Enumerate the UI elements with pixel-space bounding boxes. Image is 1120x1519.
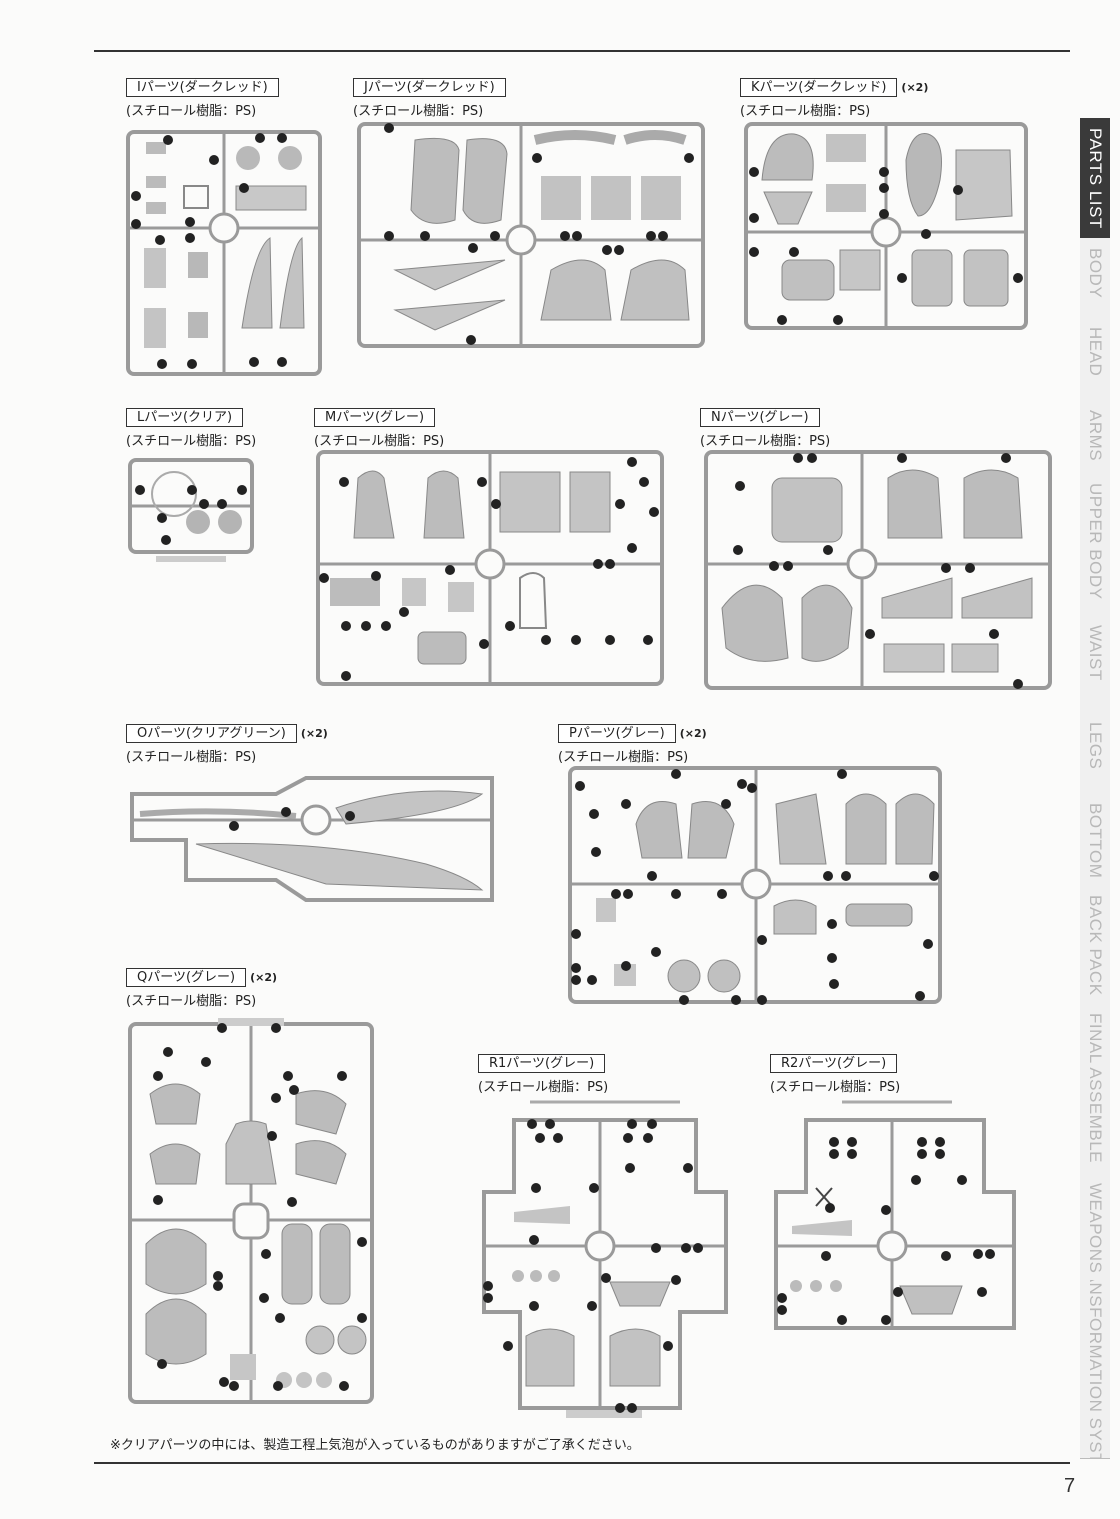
part-material: (スチロール樹脂：PS) xyxy=(126,750,257,765)
part-header-r1: R1パーツ(グレー) (スチロール樹脂：PS) xyxy=(478,1052,608,1095)
runner-q-diagram xyxy=(126,1014,376,1410)
bottom-rule xyxy=(94,1462,1070,1464)
runner-r1-diagram xyxy=(480,1096,730,1422)
runner-r2-diagram xyxy=(772,1096,1018,1336)
tab-parts-list[interactable]: PARTS LIST xyxy=(1080,118,1110,239)
part-title: Iパーツ(ダークレッド) xyxy=(126,78,279,97)
part-header-i: Iパーツ(ダークレッド) (スチロール樹脂：PS) xyxy=(126,76,279,119)
runner-j-diagram xyxy=(355,120,707,350)
part-header-r2: R2パーツ(グレー) (スチロール樹脂：PS) xyxy=(770,1052,900,1095)
section-tabs: PARTS LIST BODY HEAD ARMS UPPER BODY WAI… xyxy=(1080,118,1110,1459)
runner-m-diagram xyxy=(314,448,666,688)
part-title: R1パーツ(グレー) xyxy=(478,1054,606,1073)
part-quantity: (×2) xyxy=(300,727,328,740)
part-material: (スチロール樹脂：PS) xyxy=(126,104,257,119)
part-quantity: (×2) xyxy=(901,81,929,94)
part-title: Lパーツ(クリア) xyxy=(126,408,244,427)
part-material: (スチロール樹脂：PS) xyxy=(353,104,484,119)
footnote: ※クリアパーツの中には、製造工程上気泡が入っているものがありますがご了承ください… xyxy=(110,1438,640,1453)
part-material: (スチロール樹脂：PS) xyxy=(126,994,257,1009)
part-material: (スチロール樹脂：PS) xyxy=(740,104,871,119)
part-material: (スチロール樹脂：PS) xyxy=(558,750,689,765)
part-header-j: Jパーツ(ダークレッド) (スチロール樹脂：PS) xyxy=(353,76,506,119)
part-header-o: Oパーツ(クリアグリーン)(×2) (スチロール樹脂：PS) xyxy=(126,722,328,765)
runner-l-diagram xyxy=(126,456,256,566)
runner-k-diagram xyxy=(742,120,1030,332)
part-title: Qパーツ(グレー) xyxy=(126,968,247,987)
part-material: (スチロール樹脂：PS) xyxy=(700,434,831,449)
runner-p-diagram xyxy=(566,764,944,1006)
tab-transformation-system[interactable]: TRANSFORMATION SYSTEM xyxy=(1080,1280,1110,1459)
tab-waist[interactable]: WAIST xyxy=(1080,606,1110,701)
part-header-k: Kパーツ(ダークレッド)(×2) (スチロール樹脂：PS) xyxy=(740,76,928,119)
part-title: Jパーツ(ダークレッド) xyxy=(353,78,506,97)
part-quantity: (×2) xyxy=(250,971,278,984)
runner-n-diagram xyxy=(702,448,1054,692)
top-rule xyxy=(94,50,1070,52)
part-header-q: Qパーツ(グレー)(×2) (スチロール樹脂：PS) xyxy=(126,966,277,1009)
tab-back-pack[interactable]: BACK PACK xyxy=(1080,890,1110,1001)
part-material: (スチロール樹脂：PS) xyxy=(770,1080,901,1095)
part-title: Pパーツ(グレー) xyxy=(558,724,676,743)
tab-upper-body[interactable]: UPPER BODY xyxy=(1080,476,1110,607)
tab-bottom[interactable]: BOTTOM xyxy=(1080,792,1110,891)
runner-i-diagram xyxy=(124,128,324,378)
part-material: (スチロール樹脂：PS) xyxy=(478,1080,609,1095)
part-title: R2パーツ(グレー) xyxy=(770,1054,898,1073)
tab-arms[interactable]: ARMS xyxy=(1080,396,1110,477)
part-title: Mパーツ(グレー) xyxy=(314,408,436,427)
part-material: (スチロール樹脂：PS) xyxy=(126,434,257,449)
part-header-m: Mパーツ(グレー) (スチロール樹脂：PS) xyxy=(314,406,444,449)
tab-head[interactable]: HEAD xyxy=(1080,308,1110,397)
runner-o-diagram xyxy=(126,764,498,910)
part-title: Kパーツ(ダークレッド) xyxy=(740,78,898,97)
tab-weapons[interactable]: WEAPONS xyxy=(1080,1176,1110,1281)
part-quantity: (×2) xyxy=(679,727,707,740)
tab-final-assemble[interactable]: FINAL ASSEMBLE xyxy=(1080,1000,1110,1177)
tab-body[interactable]: BODY xyxy=(1080,238,1110,309)
part-header-l: Lパーツ(クリア) (スチロール樹脂：PS) xyxy=(126,406,256,449)
part-header-p: Pパーツ(グレー)(×2) (スチロール樹脂：PS) xyxy=(558,722,707,765)
page-number: 7 xyxy=(1064,1475,1076,1497)
part-material: (スチロール樹脂：PS) xyxy=(314,434,445,449)
part-title: Oパーツ(クリアグリーン) xyxy=(126,724,297,743)
part-title: Nパーツ(グレー) xyxy=(700,408,820,427)
tab-legs[interactable]: LEGS xyxy=(1080,700,1110,793)
part-header-n: Nパーツ(グレー) (スチロール樹脂：PS) xyxy=(700,406,830,449)
